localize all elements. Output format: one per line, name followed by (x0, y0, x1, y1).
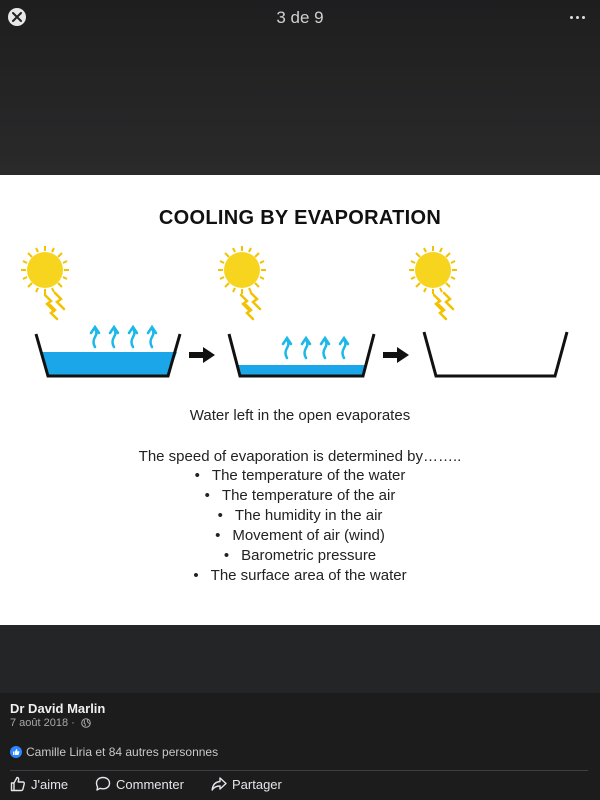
list-item: The surface area of the water (0, 566, 600, 586)
list-item: The temperature of the air (0, 486, 600, 506)
dot-icon (576, 16, 579, 19)
evaporation-illustration (20, 245, 569, 378)
more-options-button[interactable] (566, 8, 590, 26)
post-info: Dr David Marlin 7 août 2018 · Camille Li… (0, 693, 600, 800)
arrow-right-icon (383, 347, 409, 363)
photo[interactable]: COOLING BY EVAPORATION Water left in the… (0, 175, 600, 625)
globe-icon (81, 718, 91, 728)
share-icon (211, 777, 227, 791)
photo-counter: 3 de 9 (276, 8, 324, 27)
list-item: Barometric pressure (0, 546, 600, 566)
like-label: J'aime (31, 776, 69, 792)
sun-icon (217, 245, 267, 295)
like-reaction-icon (10, 746, 22, 758)
divider (10, 770, 588, 771)
sun-icon (20, 245, 70, 295)
list-item: Movement of air (wind) (0, 526, 600, 546)
post-date[interactable]: 7 août 2018 · (10, 717, 91, 729)
comment-button[interactable]: Commenter (95, 776, 184, 792)
list-item: The temperature of the water (0, 466, 600, 486)
sun-icon (408, 245, 458, 295)
dot-icon (582, 16, 585, 19)
comment-icon (95, 776, 111, 791)
heat-rays-icon (432, 291, 455, 321)
reactions-summary[interactable]: Camille Liria et 84 autres personnes (10, 745, 218, 759)
viewer-background (0, 625, 600, 693)
close-button[interactable] (8, 8, 26, 26)
slide-title: COOLING BY EVAPORATION (158, 207, 442, 229)
slide-caption: Water left in the open evaporates (189, 407, 411, 424)
heat-rays-icon (239, 291, 262, 321)
factor-list: The temperature of the water The tempera… (0, 466, 600, 586)
dot-icon (570, 16, 573, 19)
water-container-half (227, 333, 376, 378)
share-button[interactable]: Partager (211, 776, 282, 792)
author-name[interactable]: Dr David Marlin (10, 701, 106, 716)
water-container-full (34, 325, 182, 378)
water-container-empty (422, 331, 569, 378)
post-date-text: 7 août 2018 · (10, 717, 75, 729)
slide-lead: The speed of evaporation is determined b… (138, 448, 462, 465)
comment-label: Commenter (116, 776, 184, 792)
share-label: Partager (232, 776, 282, 792)
list-item: The humidity in the air (0, 506, 600, 526)
post-actions: J'aime Commenter Partager (0, 776, 600, 796)
arrow-right-icon (189, 347, 215, 363)
like-button[interactable]: J'aime (10, 776, 68, 792)
heat-rays-icon (43, 291, 66, 321)
reactions-text: Camille Liria et 84 autres personnes (26, 745, 219, 759)
viewer-header: 3 de 9 (0, 0, 600, 175)
close-icon (12, 12, 22, 22)
thumbs-up-icon (10, 776, 25, 792)
